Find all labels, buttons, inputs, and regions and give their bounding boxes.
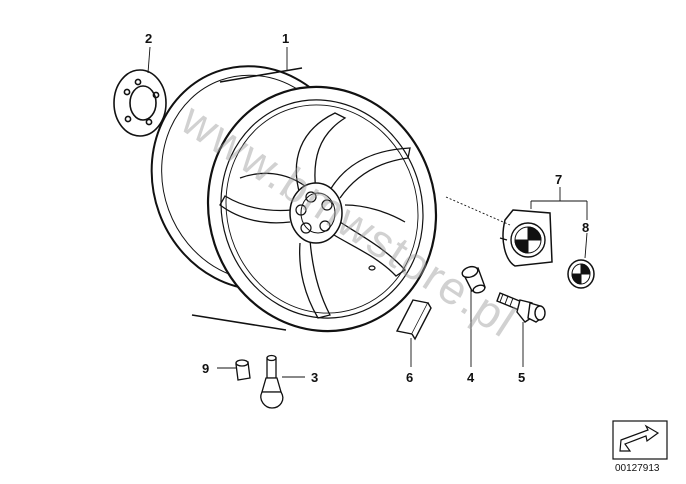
callout-9: 9: [202, 361, 209, 376]
wheel-rim-part: [150, 65, 438, 333]
hub-cover-part: [499, 209, 553, 267]
callout-2: 2: [145, 31, 152, 46]
callout-labels: 1 2 3 4 5 6 7 8 9: [145, 31, 589, 385]
callout-7: 7: [555, 172, 562, 187]
bolt-part: [496, 292, 546, 323]
nut-part: [235, 359, 251, 381]
callout-1: 1: [282, 31, 289, 46]
spacer-ring-part: [113, 69, 167, 137]
reference-box: 00127913: [612, 420, 668, 474]
leader-lines: [147, 46, 588, 378]
arrow-icon: [619, 424, 660, 452]
valve-part: [260, 354, 284, 409]
callout-3: 3: [311, 370, 318, 385]
document-number: 00127913: [615, 463, 660, 474]
emblem-part: [567, 259, 595, 289]
balance-weight-part: [395, 299, 432, 341]
callout-4: 4: [467, 370, 475, 385]
callout-6: 6: [406, 370, 413, 385]
callout-5: 5: [518, 370, 525, 385]
sleeve-part: [461, 265, 486, 294]
callout-8: 8: [582, 220, 589, 235]
